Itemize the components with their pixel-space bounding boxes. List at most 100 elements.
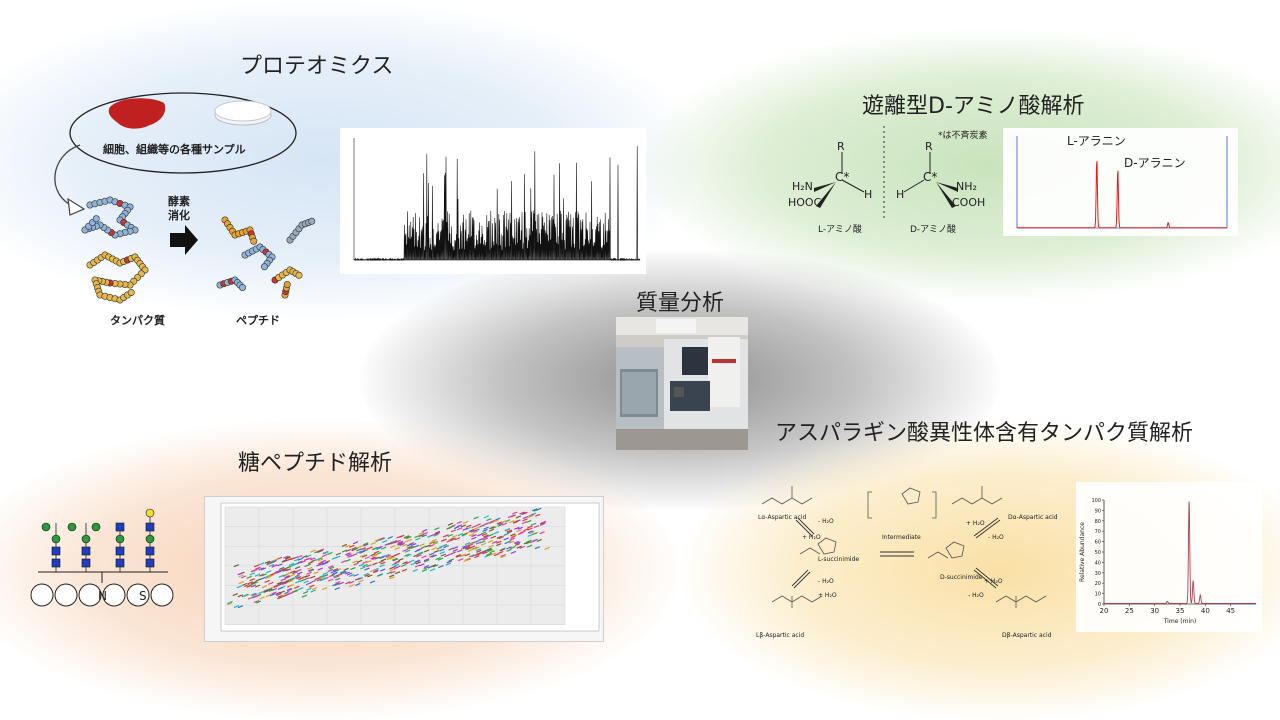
map-mark: [270, 572, 276, 576]
map-mark: [335, 577, 341, 581]
map-mark: [309, 584, 315, 588]
d-beta-label: Dβ-Aspartic acid: [1002, 632, 1052, 639]
map-mark: [429, 540, 436, 544]
map-mark: [345, 548, 351, 553]
map-mark: [486, 517, 492, 522]
map-mark: [448, 558, 454, 562]
map-mark: [496, 535, 503, 539]
map-mark: [439, 551, 446, 555]
map-mark: [309, 575, 316, 579]
map-mark: [271, 591, 277, 595]
map-mark: [474, 526, 480, 530]
map-mark: [259, 576, 266, 581]
map-mark: [504, 528, 511, 532]
map-mark: [351, 546, 357, 551]
map-mark: [310, 579, 316, 584]
map-mark: [310, 589, 316, 593]
map-mark: [406, 553, 412, 557]
nh2-label: NH₂: [956, 180, 977, 193]
map-mark: [450, 537, 456, 541]
map-mark: [386, 571, 393, 575]
map-mark: [317, 549, 323, 553]
map-mark: [303, 580, 309, 584]
map-mark: [384, 553, 390, 557]
map-mark: [244, 593, 250, 598]
map-mark: [369, 580, 376, 584]
map-mark: [289, 573, 295, 577]
map-mark: [296, 568, 302, 573]
asp-y-tick-label: 90: [1095, 508, 1101, 514]
map-mark: [500, 553, 506, 558]
map-mark: [333, 582, 339, 587]
proteomics-spectrum: [340, 128, 646, 274]
map-mark: [435, 556, 441, 561]
map-mark: [352, 560, 358, 564]
map-mark: [340, 570, 346, 574]
map-mark: [489, 550, 495, 554]
map-mark: [367, 574, 373, 578]
proteomics-diagram: 細胞、組織等の各種サンプル 酵素 消化 タンパク質 ペプチド: [40, 85, 340, 335]
map-mark: [364, 556, 371, 560]
map-mark: [371, 546, 378, 551]
map-mark: [361, 554, 368, 558]
map-mark: [516, 545, 522, 549]
map-mark: [402, 561, 408, 565]
map-mark: [510, 535, 516, 539]
map-mark: [423, 564, 430, 569]
map-mark: [232, 593, 238, 597]
map-mark: [467, 542, 473, 546]
map-mark: [428, 552, 435, 556]
map-mark: [432, 540, 439, 544]
map-mark: [506, 540, 512, 544]
map-mark: [430, 533, 436, 537]
map-mark: [450, 529, 457, 533]
map-mark: [263, 588, 269, 592]
map-mark: [514, 543, 521, 547]
map-mark: [350, 567, 356, 571]
mannose-circle: [81, 534, 91, 544]
hooc-label: HOOC: [788, 196, 822, 209]
map-mark: [259, 562, 265, 566]
map-mark: [403, 535, 410, 539]
map-mark: [417, 547, 423, 551]
map-mark: [458, 558, 464, 562]
map-mark: [394, 571, 401, 575]
liver-icon: [108, 98, 166, 129]
map-mark: [254, 567, 260, 571]
map-mark: [227, 602, 233, 606]
map-mark: [422, 531, 428, 535]
plus-h2o-2: + H₂O: [966, 520, 985, 527]
map-mark: [496, 540, 502, 544]
map-mark: [363, 572, 369, 576]
map-mark: [307, 566, 313, 570]
map-mark: [473, 540, 480, 544]
map-mark: [251, 593, 258, 597]
map-mark: [469, 554, 475, 558]
map-mark: [297, 555, 303, 559]
map-mark: [507, 515, 514, 519]
map-mark: [373, 550, 380, 554]
map-mark: [294, 566, 301, 570]
bead: [261, 263, 269, 271]
map-mark: [417, 551, 424, 556]
bead: [308, 217, 316, 225]
map-mark: [349, 544, 355, 548]
map-mark: [397, 541, 404, 545]
map-mark: [302, 590, 309, 595]
proteomics-schematic: [54, 92, 297, 255]
map-mark: [515, 515, 522, 519]
map-mark: [332, 568, 339, 572]
map-mark: [279, 590, 285, 594]
map-mark: [498, 550, 504, 555]
map-mark: [493, 519, 499, 523]
map-mark: [496, 543, 502, 547]
map-mark: [289, 557, 296, 561]
l-alanine-label: L-アラニン: [1067, 134, 1126, 148]
map-mark: [474, 555, 480, 559]
map-mark: [447, 522, 454, 526]
map-mark: [240, 575, 247, 579]
asp-y-tick-label: 80: [1095, 519, 1101, 525]
r-group-d: R: [925, 140, 933, 153]
alanine-chromatogram: [1016, 136, 1228, 229]
map-mark: [414, 559, 420, 563]
